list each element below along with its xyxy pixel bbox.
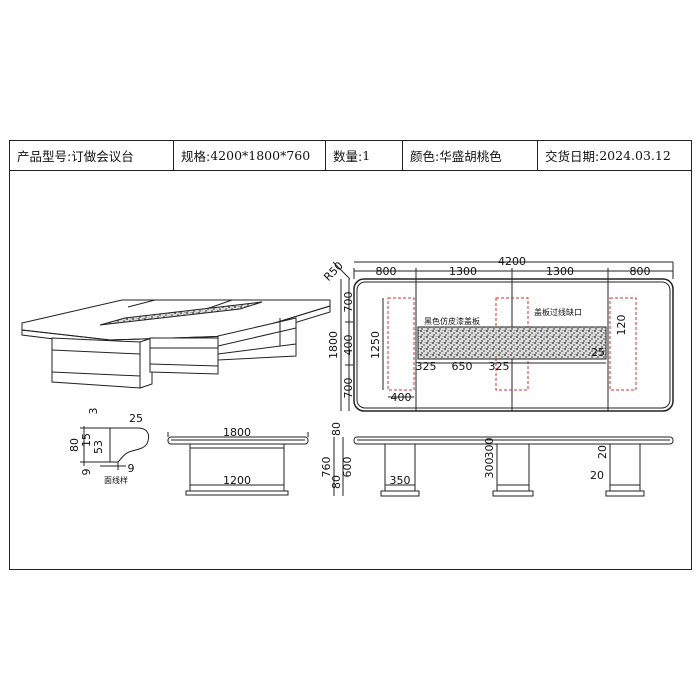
color-label: 颜色: — [410, 149, 440, 164]
plan-radius: R50 — [321, 259, 345, 283]
spec-value: 4200*1800*760 — [210, 148, 311, 163]
plan-cutout-width: 400 — [391, 391, 412, 404]
section-dim-3: 3 — [87, 408, 100, 415]
plan-seg-4: 800 — [630, 265, 651, 278]
plan-strip-seg-1: 325 — [416, 360, 437, 373]
plan-notch-120: 120 — [615, 315, 628, 336]
plan-left-1: 700 — [342, 292, 355, 313]
quantity-label: 数量: — [333, 149, 363, 164]
plan-left-2: 400 — [342, 335, 355, 356]
product-model-label: 产品型号: — [17, 149, 72, 164]
front-dim-20b: 20 — [590, 469, 604, 482]
plan-overall-length: 4200 — [498, 255, 526, 268]
section-dim-15: 15 — [80, 433, 93, 447]
section-dim-25: 25 — [129, 412, 143, 425]
front-dim-300a: 300 — [483, 458, 496, 479]
front-dim-300b: 300 — [483, 438, 496, 459]
plan-seg-2: 1300 — [449, 265, 477, 278]
isometric-view — [21, 299, 331, 389]
front-leg-600: 600 — [341, 457, 354, 478]
front-dim-20a: 20 — [596, 445, 609, 459]
section-dim-80: 80 — [68, 438, 81, 452]
quantity-value: 1 — [362, 148, 371, 163]
plan-strip-seg-3: 325 — [489, 360, 510, 373]
edge-profile-section — [80, 426, 150, 470]
plan-notch-25: 25 — [591, 346, 605, 359]
delivery-date-label: 交货日期: — [545, 149, 600, 164]
plan-strip-label: 黑色仿皮漆盖板 — [424, 316, 480, 326]
color-cell: 颜色: 华盛胡桃色 — [403, 141, 538, 170]
plan-strip-seg-2: 650 — [452, 360, 473, 373]
front-elevation — [333, 436, 674, 497]
front-base-80: 80 — [330, 475, 343, 489]
plan-seg-3: 1300 — [546, 265, 574, 278]
front-height-760: 760 — [320, 457, 333, 478]
color-value: 华盛胡桃色 — [439, 149, 502, 164]
front-elevation-dims: 80 760 80 600 350 300 300 20 20 — [320, 422, 609, 489]
side-width-1800: 1800 — [223, 426, 251, 439]
delivery-date-cell: 交货日期: 2024.03.12 — [538, 141, 691, 170]
plan-seg-1: 800 — [376, 265, 397, 278]
section-dim-9a: 9 — [80, 469, 93, 476]
side-width-1200: 1200 — [223, 474, 251, 487]
plan-overall-width: 1800 — [327, 331, 340, 359]
plan-cover-label: 盖板过线缺口 — [534, 307, 582, 317]
section-dim-53: 53 — [92, 440, 105, 454]
section-caption: 面线样 — [104, 475, 128, 485]
product-model-cell: 产品型号: 订做会议台 — [10, 141, 174, 170]
quantity-cell: 数量: 1 — [326, 141, 403, 170]
plan-cutout-height: 1250 — [369, 331, 382, 359]
spec-label: 规格: — [181, 149, 211, 164]
side-elevation — [167, 432, 309, 496]
product-model-value: 订做会议台 — [71, 149, 134, 164]
front-leg-width-350: 350 — [390, 474, 411, 487]
side-elevation-dims: 1800 1200 — [223, 426, 251, 487]
drawing-sheet: 产品型号: 订做会议台 规格: 4200*1800*760 数量: 1 颜色: … — [9, 140, 692, 570]
plan-view — [332, 261, 674, 412]
spec-cell: 规格: 4200*1800*760 — [174, 141, 326, 170]
title-block: 产品型号: 订做会议台 规格: 4200*1800*760 数量: 1 颜色: … — [10, 141, 691, 171]
delivery-date-value: 2024.03.12 — [599, 148, 671, 163]
front-top-thickness: 80 — [330, 422, 343, 436]
plan-left-3: 700 — [342, 378, 355, 399]
section-dim-9b: 9 — [128, 462, 135, 475]
edge-profile-dims: 25 3 80 15 53 9 9 面线样 — [68, 408, 143, 486]
